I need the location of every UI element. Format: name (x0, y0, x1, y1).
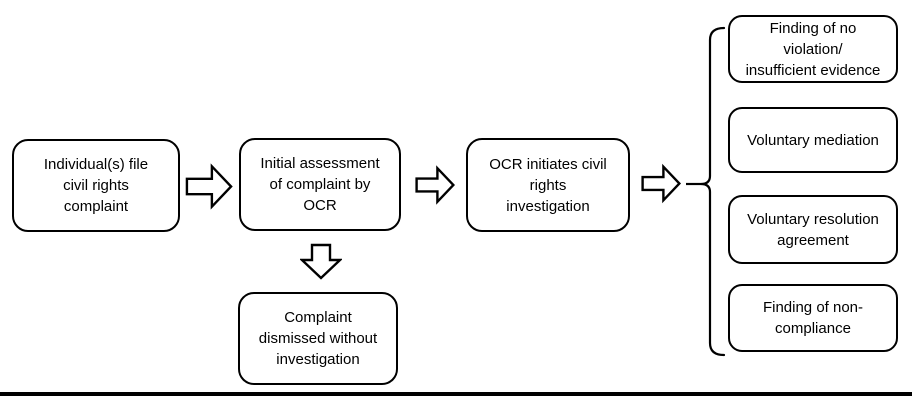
outcomes-brace-icon (686, 26, 726, 357)
block-arrow-down-icon (300, 243, 342, 280)
block-arrow-right-icon (185, 163, 233, 210)
node-outcome-noncompliance: Finding of non- compliance (728, 284, 898, 352)
node-investigation: OCR initiates civil rights investigation (466, 138, 630, 232)
node-file-complaint: Individual(s) file civil rights complain… (12, 139, 180, 232)
node-outcome-voluntary-resolution: Voluntary resolution agreement (728, 195, 898, 264)
node-outcome-voluntary-mediation: Voluntary mediation (728, 107, 898, 173)
block-arrow-right-icon (415, 165, 455, 205)
bottom-border-line (0, 392, 912, 396)
block-arrow-right-icon (641, 163, 681, 204)
node-outcome-no-violation: Finding of no violation/ insufficient ev… (728, 15, 898, 83)
node-dismissed: Complaint dismissed without investigatio… (238, 292, 398, 385)
node-initial-assessment: Initial assessment of complaint by OCR (239, 138, 401, 231)
